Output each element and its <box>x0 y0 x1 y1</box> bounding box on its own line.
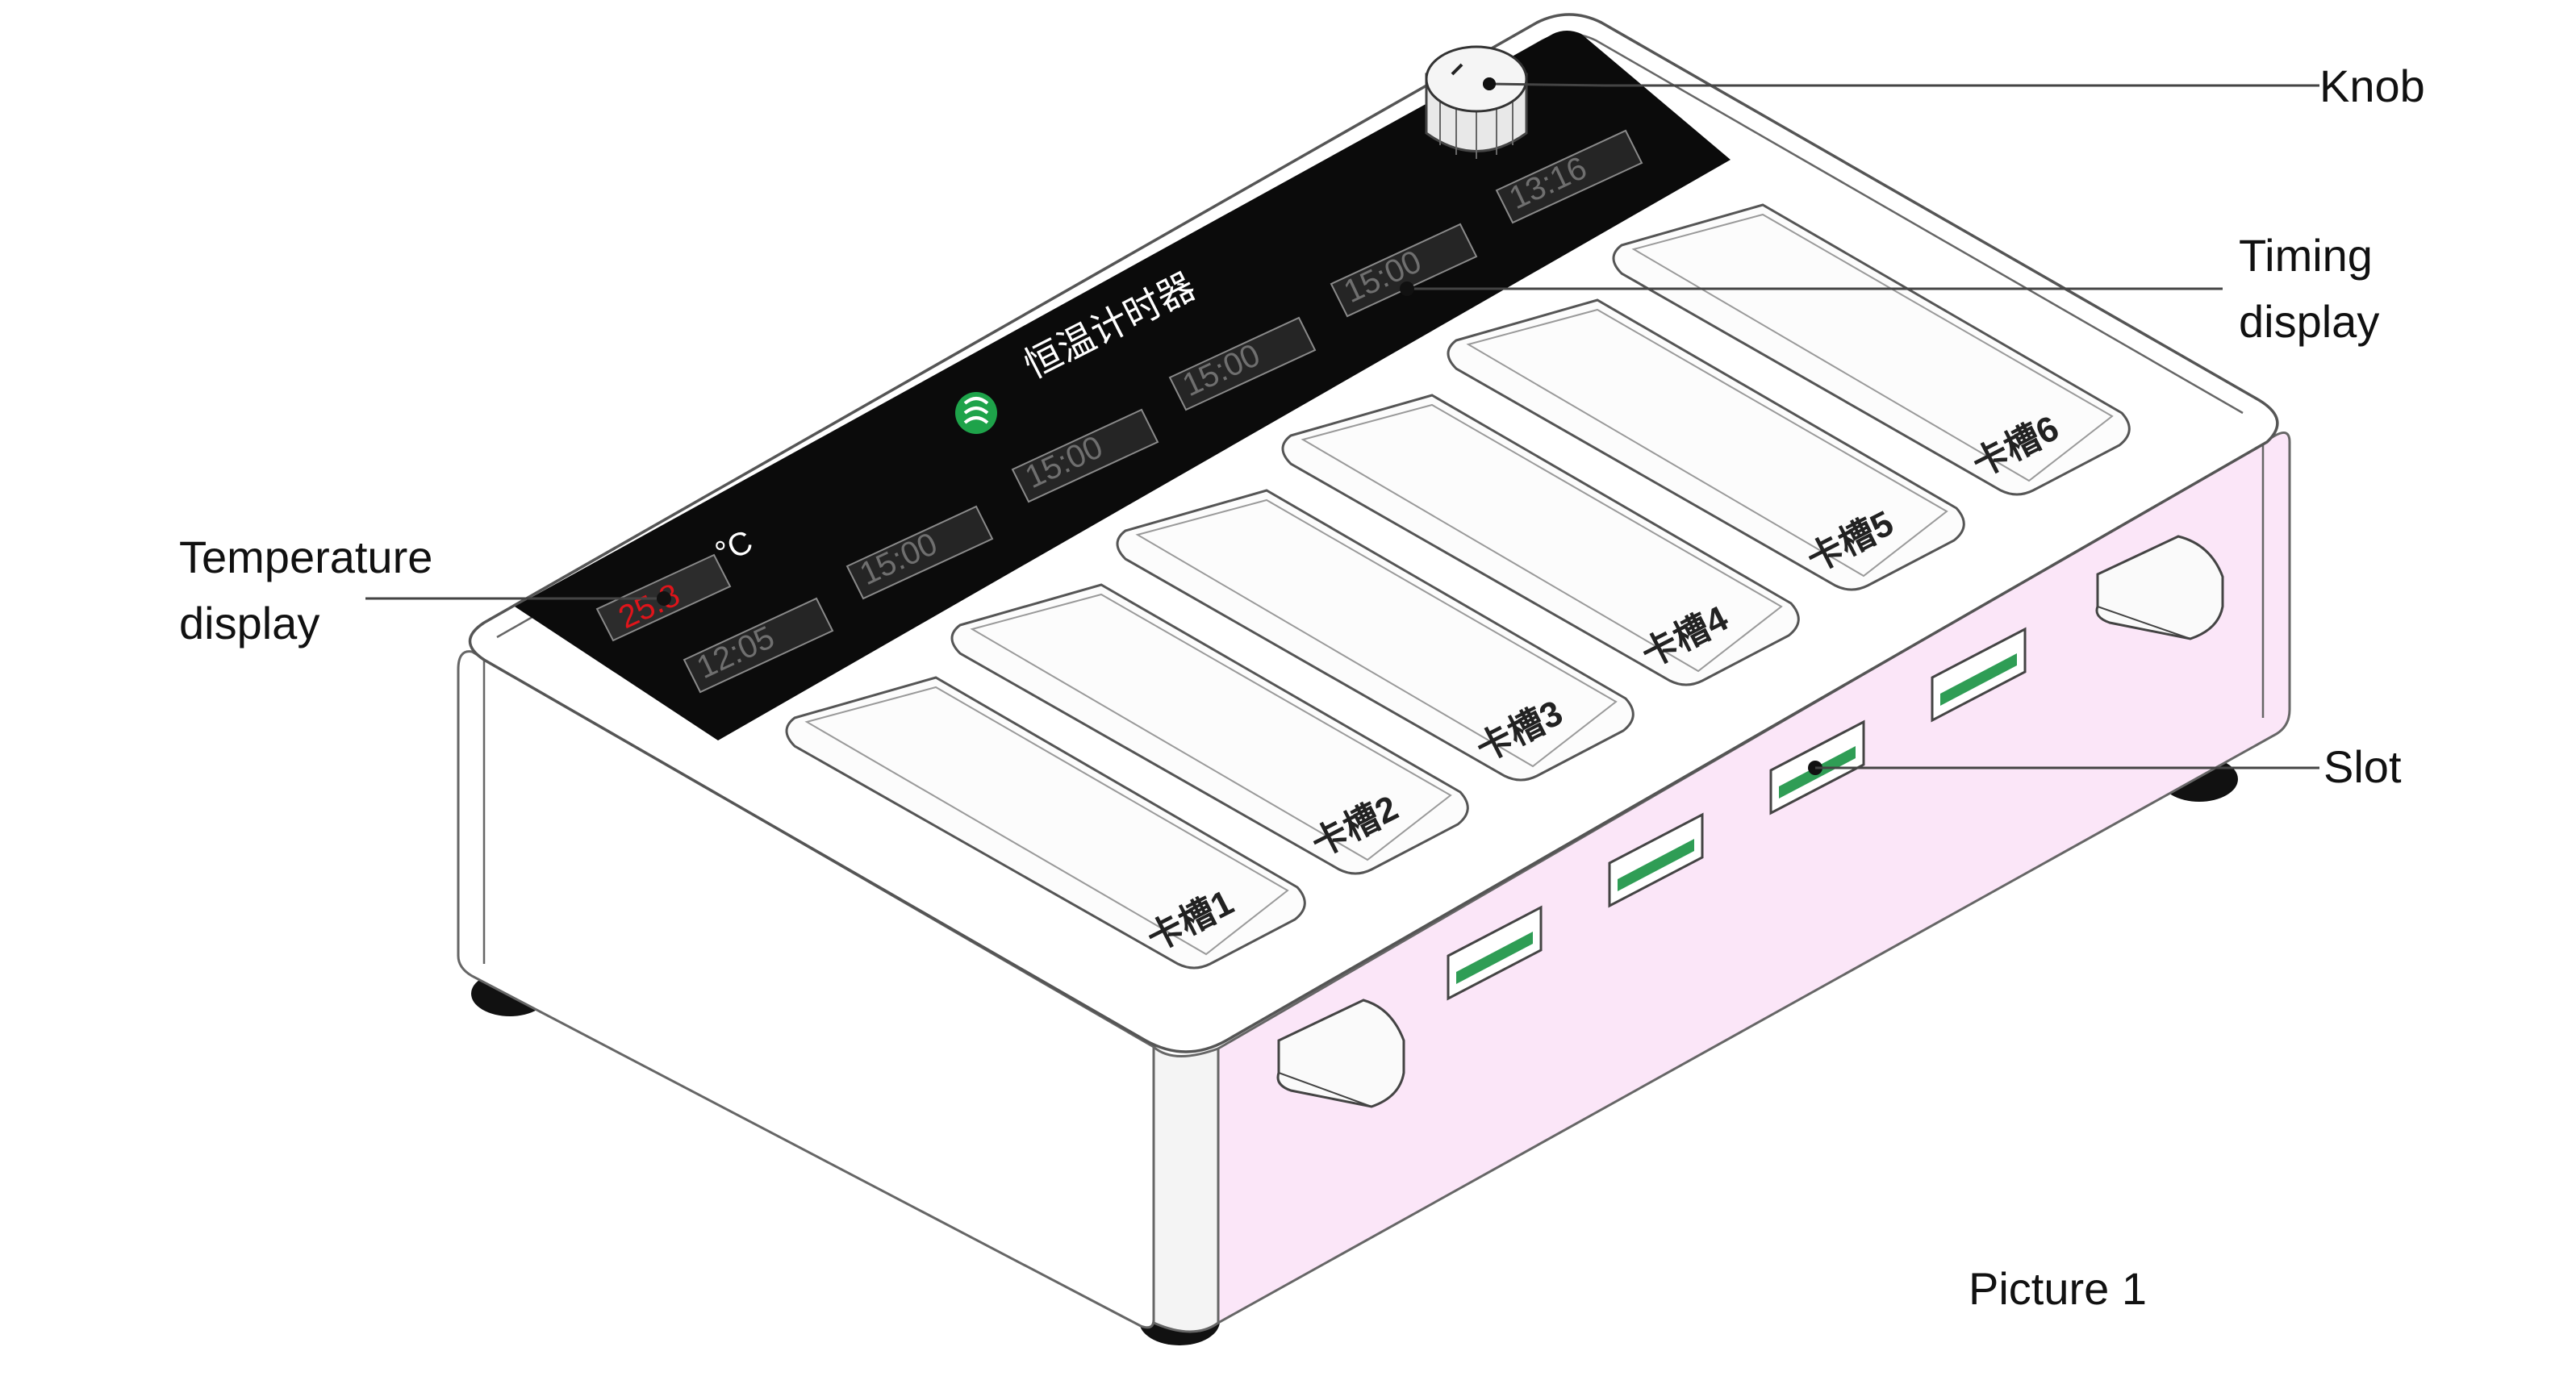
callout-lines <box>365 77 2319 769</box>
side-clips <box>1276 535 2224 1108</box>
callout-slot: Slot <box>2323 741 2402 792</box>
card-slot-5[interactable]: 卡槽5 <box>1447 298 1965 591</box>
callout-knob: Knob <box>2319 60 2425 111</box>
side-clip-front <box>1276 999 1405 1108</box>
card-slot-1[interactable]: 卡槽1 <box>785 676 1306 970</box>
callout-timing-line2: display <box>2239 296 2379 347</box>
knob[interactable] <box>1425 45 1528 159</box>
card-slot-6[interactable]: 卡槽6 <box>1612 203 2131 496</box>
side-slot-1[interactable] <box>1447 905 1543 1001</box>
callout-labels: Knob Timing display Temperature display … <box>179 60 2425 792</box>
picture-label: Picture 1 <box>1969 1263 2147 1314</box>
device-front-corner <box>1152 1044 1220 1333</box>
callout-timing-line1: Timing <box>2239 230 2373 281</box>
side-clip-back <box>2095 535 2224 640</box>
callout-temperature-line2: display <box>179 598 319 648</box>
card-slot-4[interactable]: 卡槽4 <box>1281 394 1800 686</box>
card-slot-3[interactable]: 卡槽3 <box>1116 489 1635 782</box>
callout-temperature-line1: Temperature <box>179 532 432 582</box>
device-left-face <box>457 650 1155 1329</box>
card-slots: 卡槽1 卡槽2 卡槽3 卡槽4 卡槽5 卡槽6 <box>785 203 2131 970</box>
side-slot-4[interactable] <box>1931 627 2027 723</box>
side-slots <box>1447 627 2027 1001</box>
card-slot-2[interactable]: 卡槽2 <box>950 583 1469 875</box>
brand-logo <box>955 392 997 434</box>
control-panel <box>515 31 1731 740</box>
side-slot-2[interactable] <box>1608 812 1704 908</box>
